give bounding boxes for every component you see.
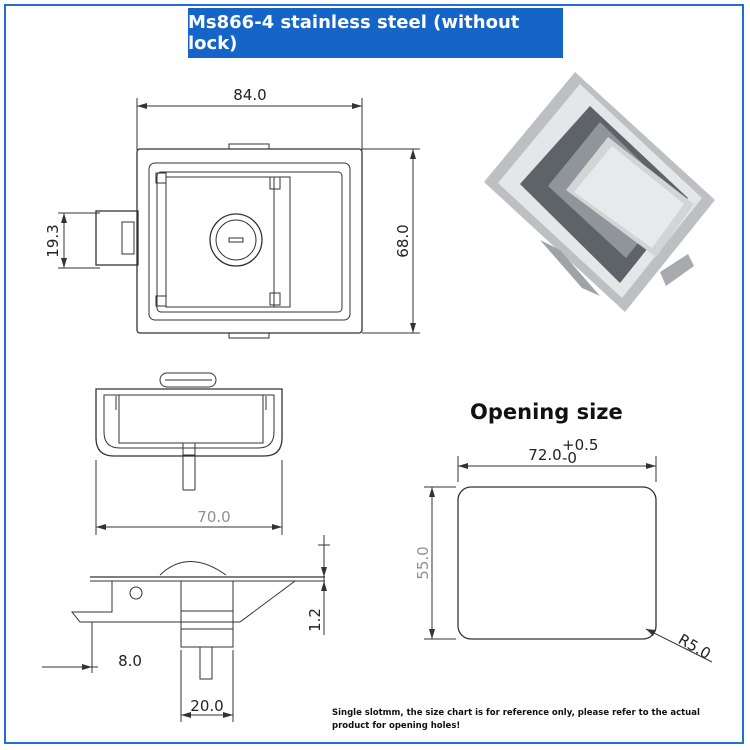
- dim-height-label: 68.0: [394, 224, 412, 257]
- dim-opening-height-label: 55.0: [414, 546, 432, 579]
- top-view: 70.0: [95, 372, 283, 535]
- dim-width-label: 84.0: [233, 86, 266, 104]
- title-banner: Ms866-4 stainless steel (without lock): [188, 8, 563, 58]
- product-photo: [484, 72, 715, 312]
- side-view: 1.2 8.0 20.0: [42, 535, 330, 722]
- dim-tolerance-plus: +0.5: [562, 436, 598, 454]
- footnote-text: Single slotmm, the size chart is for ref…: [332, 708, 700, 731]
- dim-tolerance-minus: -0: [562, 449, 577, 467]
- opening-size-heading: Opening size: [470, 400, 623, 424]
- dim-side-view-width: 70.0: [197, 508, 230, 526]
- dim-offset-label: 8.0: [118, 652, 142, 670]
- dim-body-label: 20.0: [190, 697, 223, 715]
- page-title: Ms866-4 stainless steel (without lock): [188, 12, 520, 54]
- dim-radius-label: R5.0: [675, 630, 714, 663]
- front-view: 84.0 68.0 19.3: [44, 86, 420, 339]
- opening-size: 72.0 +0.5 -0 55.0 R5.0: [414, 436, 714, 663]
- dim-latch-label: 19.3: [44, 224, 62, 257]
- page-border: [4, 4, 744, 744]
- dim-flange-label: 1.2: [306, 608, 324, 632]
- dim-opening-width-label: 72.0: [528, 446, 561, 464]
